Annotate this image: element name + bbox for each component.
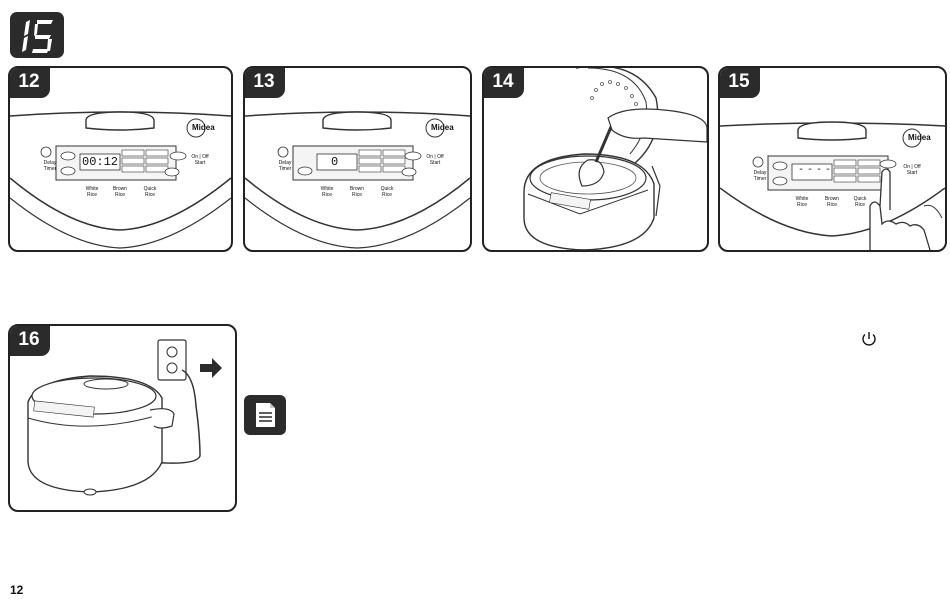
white-rice-label: White Rice xyxy=(82,186,102,198)
step-panel-12: 12 00:12 Midea Delay Timer On | Off Star… xyxy=(8,66,233,252)
delay-timer-label: Delay Timer xyxy=(38,160,62,172)
white-rice-label: White Rice xyxy=(317,186,337,198)
quick-rice-label: Quick Rice xyxy=(140,186,160,198)
brown-rice-label: Brown Rice xyxy=(347,186,367,198)
power-button-label: On | Off Start xyxy=(423,154,447,166)
brand-logo: Midea xyxy=(431,123,454,132)
page-number: 12 xyxy=(10,583,23,597)
brand-logo: Midea xyxy=(908,133,931,142)
step-panel-13: 13 0 Midea Delay Timer On | Off Start Wh… xyxy=(243,66,472,252)
note-icon-glyph xyxy=(244,395,286,435)
power-button-label: On | Off Start xyxy=(900,164,924,176)
brown-rice-label: Brown Rice xyxy=(110,186,130,198)
brown-rice-label: Brown Rice xyxy=(822,196,842,208)
note-icon xyxy=(244,395,286,435)
step-label-13: 13 xyxy=(243,66,285,98)
power-icon xyxy=(860,330,878,348)
step-number-digits xyxy=(10,12,64,58)
cooker-display: ---- xyxy=(798,165,834,176)
power-button-label: On | Off Start xyxy=(188,154,212,166)
step-panel-15: 15 ---- Midea Delay Timer On | Off Start… xyxy=(718,66,947,252)
cooker-display: 0 xyxy=(331,155,338,169)
step-label-16: 16 xyxy=(8,324,50,356)
brand-logo: Midea xyxy=(192,123,215,132)
quick-rice-label: Quick Rice xyxy=(850,196,870,208)
step-label-12: 12 xyxy=(8,66,50,98)
delay-timer-label: Delay Timer xyxy=(273,160,297,172)
step-panel-14: 14 xyxy=(482,66,709,252)
step-panel-16: 16 xyxy=(8,324,237,512)
white-rice-label: White Rice xyxy=(792,196,812,208)
step-label-15: 15 xyxy=(718,66,760,98)
step-label-14: 14 xyxy=(482,66,524,98)
quick-rice-label: Quick Rice xyxy=(377,186,397,198)
delay-timer-label: Delay Timer xyxy=(748,170,772,182)
step-number-badge xyxy=(10,12,64,58)
cooker-display: 00:12 xyxy=(82,155,118,169)
